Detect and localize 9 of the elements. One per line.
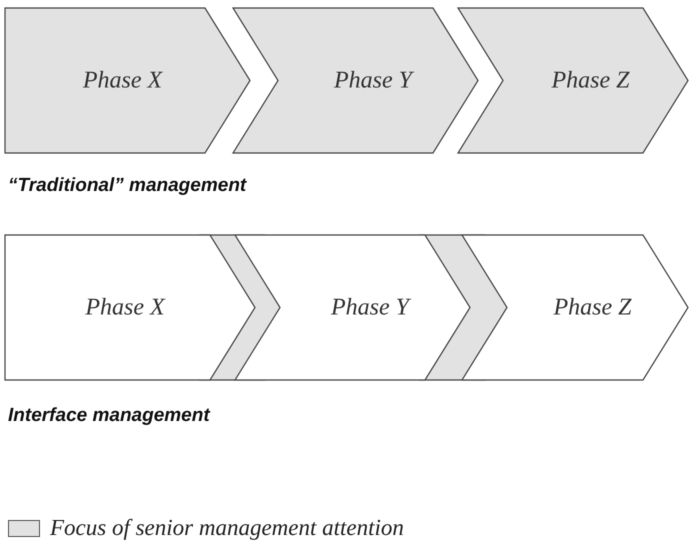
phase-label: Phase X — [85, 294, 165, 321]
phase-label: Phase Z — [552, 67, 630, 94]
phase-label: Phase Y — [334, 67, 412, 94]
phase-label: Phase Z — [554, 294, 632, 321]
legend-label: Focus of senior management attention — [50, 515, 404, 541]
section-heading: Interface management — [8, 405, 210, 427]
phase-label: Phase X — [82, 67, 162, 94]
section-heading: “Traditional” management — [8, 175, 246, 197]
phase-label: Phase Y — [331, 294, 409, 321]
